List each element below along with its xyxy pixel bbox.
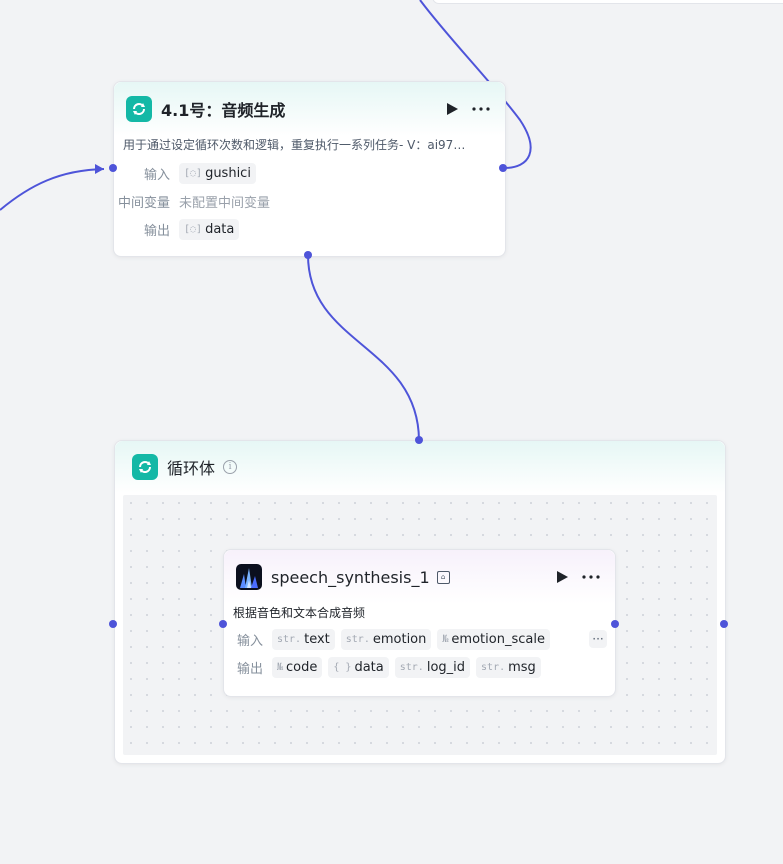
loop-node-description: 用于通过设定循环次数和逻辑，重复执行一系列任务- V：ai97… [123, 138, 466, 152]
loop-body-top-port[interactable] [415, 436, 423, 444]
info-icon[interactable]: i [223, 460, 238, 474]
speech-synthesis-node[interactable]: speech_synthesis_1 ⌂ 根据音色和文本合成音频 输入 str.… [223, 549, 616, 697]
play-icon [447, 103, 458, 115]
input-label: 输入 [143, 167, 170, 183]
output-label: 输出 [237, 661, 264, 677]
intermediate-value: 未配置中间变量 [179, 195, 271, 211]
string-type-icon: str. [277, 633, 302, 645]
output-label: 输出 [143, 223, 170, 239]
waveform-logo-icon [236, 564, 262, 590]
string-type-icon: str. [481, 661, 506, 673]
more-inputs-button[interactable]: ··· [589, 630, 607, 648]
loop-body-left-port[interactable] [109, 620, 117, 628]
offscreen-node-edge[interactable] [432, 0, 783, 4]
output-param-tag[interactable]: { }data [328, 656, 389, 678]
output-param-tag[interactable]: str.log_id [394, 656, 471, 678]
string-type-icon: str. [399, 661, 424, 673]
run-button[interactable] [441, 98, 463, 120]
loop-arrows-icon [126, 96, 152, 122]
play-icon [557, 571, 568, 583]
loop-arrows-icon [132, 454, 158, 480]
param-name: emotion [372, 631, 427, 647]
input-param-tag[interactable]: str.emotion [340, 628, 432, 650]
output-variable-name: data [205, 221, 235, 237]
speech-node-header[interactable]: speech_synthesis_1 ⌂ [224, 550, 615, 604]
string-type-icon: str. [345, 633, 370, 645]
loop-node-header[interactable]: 4.1号：音频生成 [114, 82, 505, 136]
loop-body-header[interactable]: 循环体 i [115, 441, 725, 493]
ellipsis-icon [472, 107, 490, 111]
loop-node[interactable]: 4.1号：音频生成 用于通过设定循环次数和逻辑，重复执行一系列任务- V：ai9… [113, 81, 506, 257]
param-name: data [354, 659, 384, 675]
loop-node-input-port[interactable] [109, 164, 117, 172]
wire-arrowhead [95, 164, 104, 174]
ellipsis-icon [582, 575, 600, 579]
param-name: emotion_scale [451, 631, 545, 647]
array-type-icon: [◌] [184, 167, 203, 179]
wire-loop-node-to-loop-body [307, 254, 420, 441]
wire-left-into-loop-node [0, 168, 105, 211]
input-variable-tag[interactable]: [◌] gushici [179, 162, 256, 184]
number-type-icon: № [277, 661, 284, 673]
input-label: 输入 [237, 633, 264, 649]
output-param-tag[interactable]: str.msg [476, 656, 541, 678]
speech-node-description: 根据音色和文本合成音频 [233, 606, 366, 620]
loop-body-right-port[interactable] [720, 620, 728, 628]
output-variable-tag[interactable]: [◌] data [179, 218, 240, 240]
loop-node-intermediate-row: 中间变量 未配置中间变量 [114, 187, 505, 215]
input-param-tag[interactable]: str.text [272, 628, 335, 650]
more-button[interactable] [579, 566, 603, 588]
param-name: text [304, 631, 330, 647]
param-name: log_id [426, 659, 466, 675]
speech-node-output-port[interactable] [611, 620, 619, 628]
speech-node-input-port[interactable] [219, 620, 227, 628]
array-type-icon: [◌] [184, 223, 203, 235]
object-type-icon: { } [333, 661, 352, 673]
input-variable-name: gushici [205, 165, 251, 181]
run-button[interactable] [551, 566, 573, 588]
param-name: msg [508, 659, 536, 675]
speech-node-title: speech_synthesis_1 [271, 567, 430, 587]
intermediate-label: 中间变量 [117, 195, 170, 211]
loop-node-output-port[interactable] [499, 164, 507, 172]
loop-node-output-row: 输出 [◌] data [114, 215, 505, 243]
loop-node-body-port[interactable] [304, 251, 312, 259]
loop-node-input-row: 输入 [◌] gushici [114, 159, 505, 187]
more-button[interactable] [469, 98, 493, 120]
loop-node-title: 4.1号：音频生成 [161, 101, 286, 120]
plugin-badge-icon: ⌂ [436, 570, 450, 584]
param-name: code [286, 659, 318, 675]
loop-body-title: 循环体 [167, 459, 216, 478]
number-type-icon: № [442, 633, 449, 645]
